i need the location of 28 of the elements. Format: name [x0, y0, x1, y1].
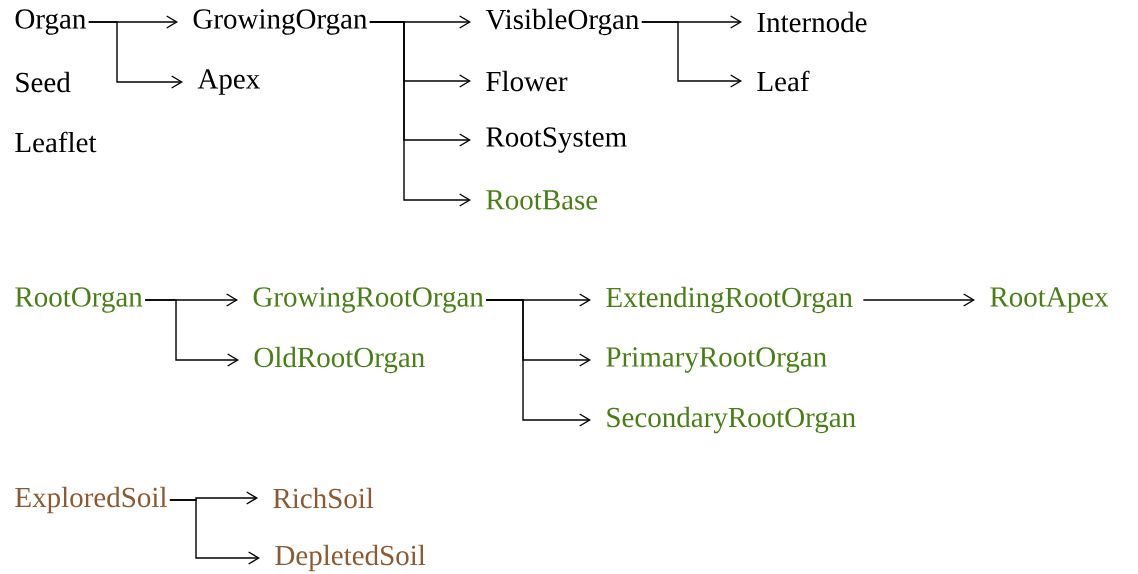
arrow — [641, 21, 742, 88]
class-name: RichSoil — [273, 487, 374, 509]
class-name: Leaflet — [15, 131, 97, 153]
class-name: VisibleOrgan — [485, 8, 639, 36]
arrow — [88, 21, 183, 89]
class-name: ExploredSoil — [15, 486, 167, 514]
class-name: SecondaryRootOrgan — [607, 406, 856, 434]
class-name: PrimaryRootOrgan — [606, 347, 827, 373]
class-name: RootApex — [990, 287, 1109, 313]
class-name: GrowingOrgan — [193, 9, 367, 35]
arrow — [369, 21, 471, 207]
class-name: GrowingRootOrgan — [253, 287, 484, 313]
arrow — [962, 293, 975, 307]
class-name: RootBase — [486, 190, 598, 210]
class-name: RootOrgan — [15, 287, 143, 313]
arrow — [485, 299, 591, 427]
class-name: Internode — [757, 11, 867, 33]
class-name: DepletedSoil — [275, 544, 426, 572]
class-name: Organ — [15, 9, 86, 35]
class-name: ExtendingRootOrgan — [606, 286, 853, 314]
class-name: Leaf — [757, 70, 810, 92]
class-name: OldRootOrgan — [254, 346, 425, 374]
class-name: Flower — [486, 70, 568, 92]
class-name: Seed — [16, 71, 71, 93]
arrow — [169, 499, 260, 565]
class-name: RootSystem — [486, 127, 627, 153]
class-name: Apex — [197, 69, 260, 95]
arrow — [144, 299, 239, 367]
